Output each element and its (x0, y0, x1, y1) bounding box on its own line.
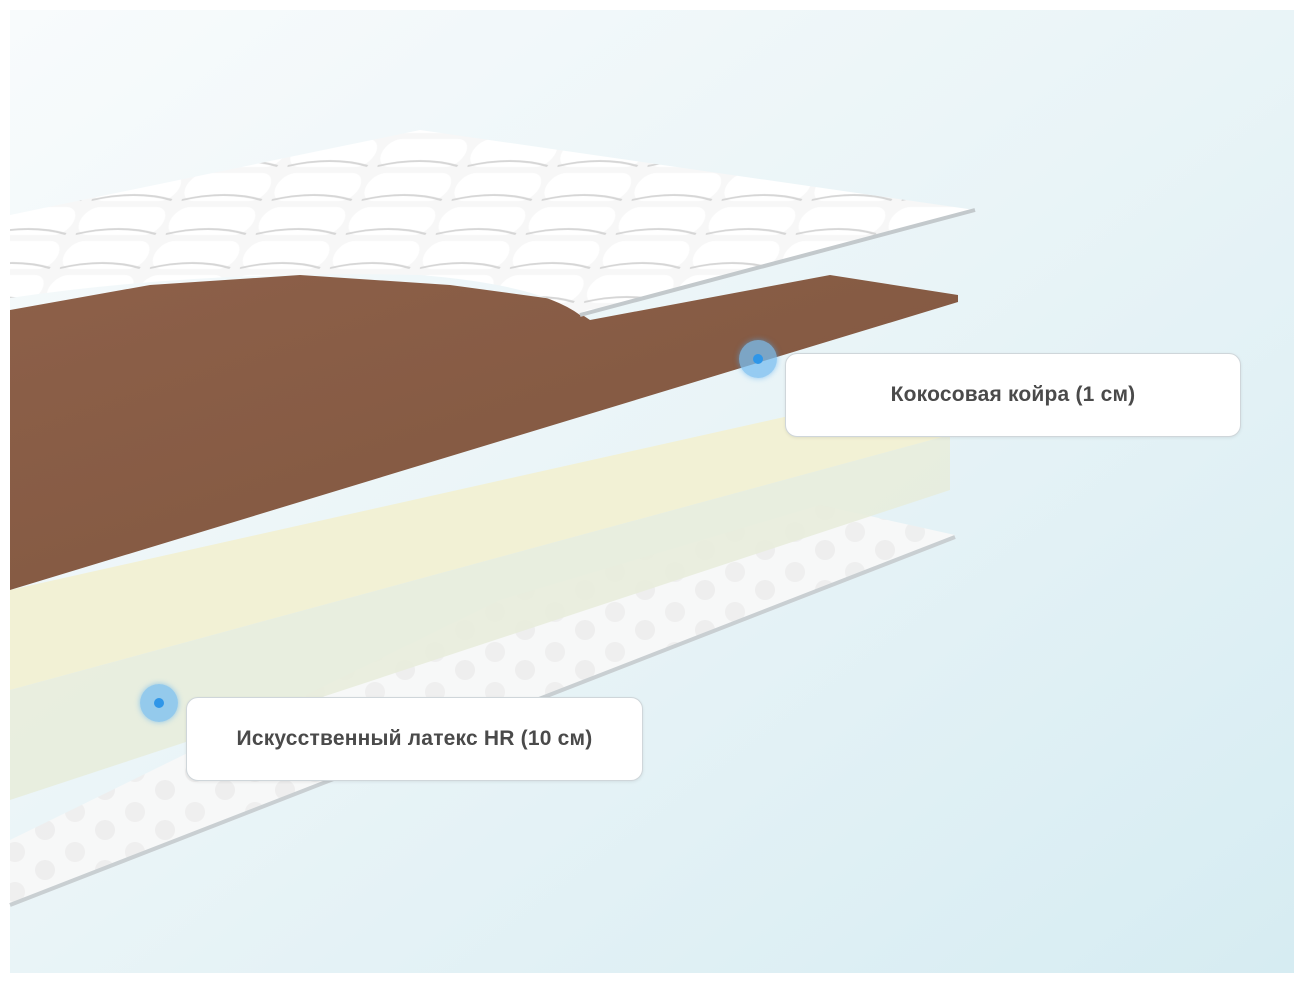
quilted-cover-layer (10, 130, 976, 317)
coconut-coir-layer (10, 275, 958, 590)
latex-marker-dot (140, 684, 178, 722)
coir-layer-label: Кокосовая койра (1 см) (785, 353, 1241, 437)
latex-layer-label: Искусственный латекс HR (10 см) (186, 697, 643, 781)
coir-marker-dot (739, 340, 777, 378)
